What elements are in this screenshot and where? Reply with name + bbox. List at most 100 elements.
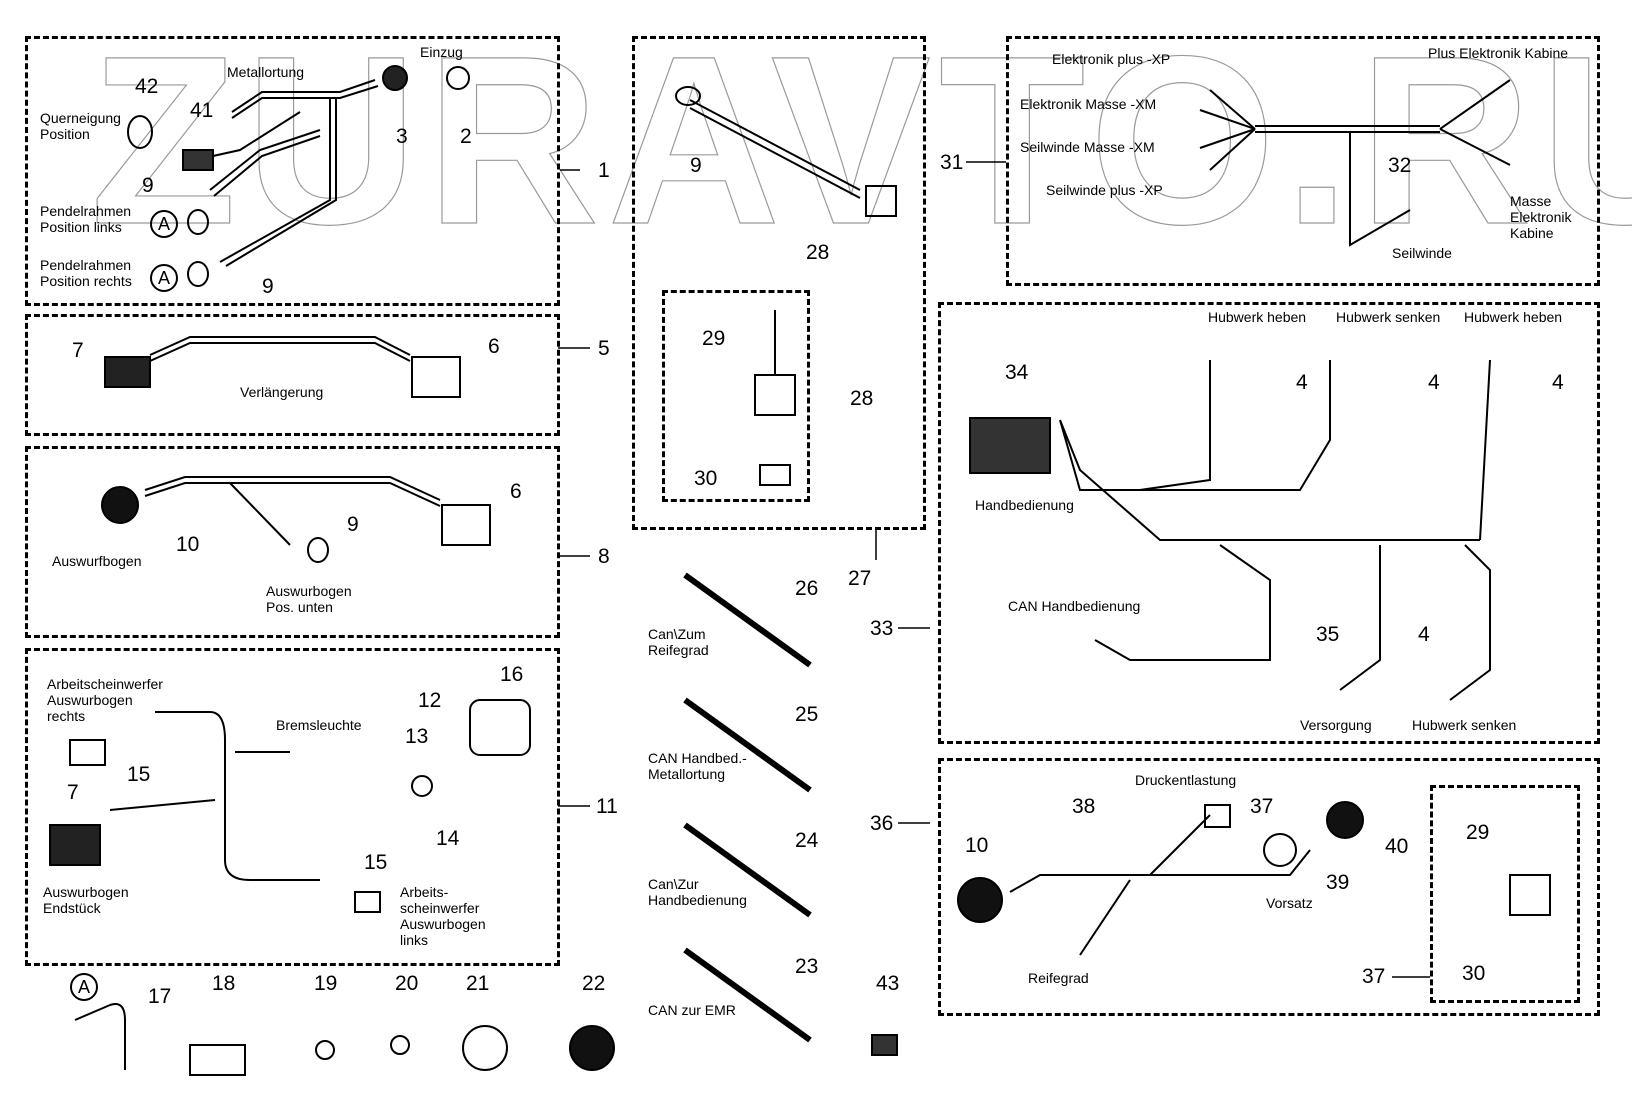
label-pendel-links: Pendelrahmen Position links [40,203,132,235]
callout-10: 10 [176,533,200,556]
label-versorgung: Versorgung [1300,717,1372,733]
harness-27 [689,99,861,199]
group-box-5 [25,314,560,436]
connector-41 [182,149,214,171]
group-box-28-detail [662,290,810,502]
harness-1 [231,79,379,119]
callout-43: 43 [876,972,900,995]
connector-15a [69,739,106,766]
connector-10a [101,486,139,524]
harness-36 [1009,814,1311,956]
label-druckentlastung: Druckentlastung [1135,772,1237,788]
connector-9b [187,261,209,287]
harness-11 [109,711,320,881]
callout-41: 41 [190,99,214,122]
label-plus-elektronik-kabine: Plus Elektronik Kabine [1428,45,1569,61]
callout-9: 9 [690,154,702,177]
callout-9a: 9 [142,174,154,197]
label-hubwerk-heben-1: Hubwerk heben [1208,309,1307,325]
callout-39: 39 [1326,871,1350,894]
connector-40 [1326,801,1364,839]
callout-9b: 9 [262,275,274,298]
connector-3 [382,65,408,91]
reference-mark-a: A [150,210,178,238]
label-elektronik-plus: Elektronik plus -XP [1052,51,1171,67]
harness-1-branch [219,98,337,267]
callout-28b: 28 [850,387,874,410]
label-vorsatz: Vorsatz [1266,895,1313,911]
part-22 [569,1025,615,1071]
group-box-1 [25,36,560,306]
callout-4: 4 [1428,371,1440,394]
connector-34 [969,417,1051,474]
group-box-11 [25,648,560,966]
cables [683,572,812,1043]
callout-23: 23 [795,955,819,978]
callout-22: 22 [582,972,606,995]
label-hubwerk-senken-1: Hubwerk senken [1336,309,1441,325]
harness-31 [1255,125,1440,247]
callout-21: 21 [466,972,490,995]
callout-35: 35 [1316,623,1340,646]
connector-9c [307,537,329,563]
branch-31-left [1199,89,1256,171]
callout-30: 30 [694,467,718,490]
connector-7b [49,824,101,866]
callout-38: 38 [1072,795,1096,818]
label-reifegrad: Reifegrad [1028,970,1089,986]
callout-3: 3 [396,125,408,148]
callout-7: 7 [67,781,79,804]
group-box-37 [1430,785,1580,1003]
branch-31-right [1439,79,1511,166]
callout-18: 18 [212,972,236,995]
group-number-31: 31 [940,151,964,174]
label-einzug: Einzug [420,44,463,60]
gasket-30a [759,464,791,486]
harness-8 [144,476,441,546]
callout-19: 19 [314,972,338,995]
callout-12: 12 [418,689,442,712]
label-bremsleuchte: Bremsleuchte [276,717,362,733]
group-number-27: 27 [848,567,872,590]
callout-13: 13 [405,725,429,748]
connector-42 [127,115,153,149]
callout-42: 42 [135,75,159,98]
connector-9d [675,86,701,106]
label-seilwinde-plus: Seilwinde plus -XP [1046,182,1163,198]
reference-mark-a: A [70,973,98,1001]
label-masse-elektronik-kabine: Masse Elektronik Kabine [1510,193,1572,241]
group-number-33: 33 [870,617,894,640]
label-can-handbed-metallortung: CAN Handbed.- Metallortung [648,750,747,782]
group-box-33 [938,302,1600,744]
callout-6: 6 [488,335,500,358]
harness-5 [149,336,411,362]
label-hubwerk-heben-2: Hubwerk heben [1464,309,1563,325]
callout-28a: 28 [806,241,830,264]
label-arbeitscheinwerfer-links: Arbeits- scheinwerfer Auswurbogen links [400,884,486,948]
callout-4: 4 [1552,371,1564,394]
callout-25: 25 [795,703,819,726]
label-querneigung: Querneigung Position [40,110,121,142]
group-number-1: 1 [598,159,610,182]
callout-2: 2 [460,125,472,148]
label-can-zum-reifegrad: Can\Zum Reifegrad [648,626,709,658]
connector-2 [446,66,470,90]
callout-29: 29 [702,327,726,350]
callout-30: 30 [1462,962,1486,985]
part-20 [390,1035,410,1055]
label-pendel-rechts: Pendelrahmen Position rechts [40,257,132,289]
callout-29: 29 [1466,821,1490,844]
group-number-5: 5 [598,337,610,360]
callout-40: 40 [1385,835,1409,858]
bulb-13 [411,775,433,797]
harness-33-lower [1094,544,1491,701]
label-elektronik-masse: Elektronik Masse -XM [1020,96,1157,112]
callout-16: 16 [500,663,524,686]
callout-6: 6 [510,480,522,503]
group-number-8: 8 [598,545,610,568]
label-seilwinde-masse: Seilwinde Masse -XM [1020,139,1155,155]
callout-9: 9 [347,513,359,536]
callout-4: 4 [1296,371,1308,394]
callout-20: 20 [395,972,419,995]
